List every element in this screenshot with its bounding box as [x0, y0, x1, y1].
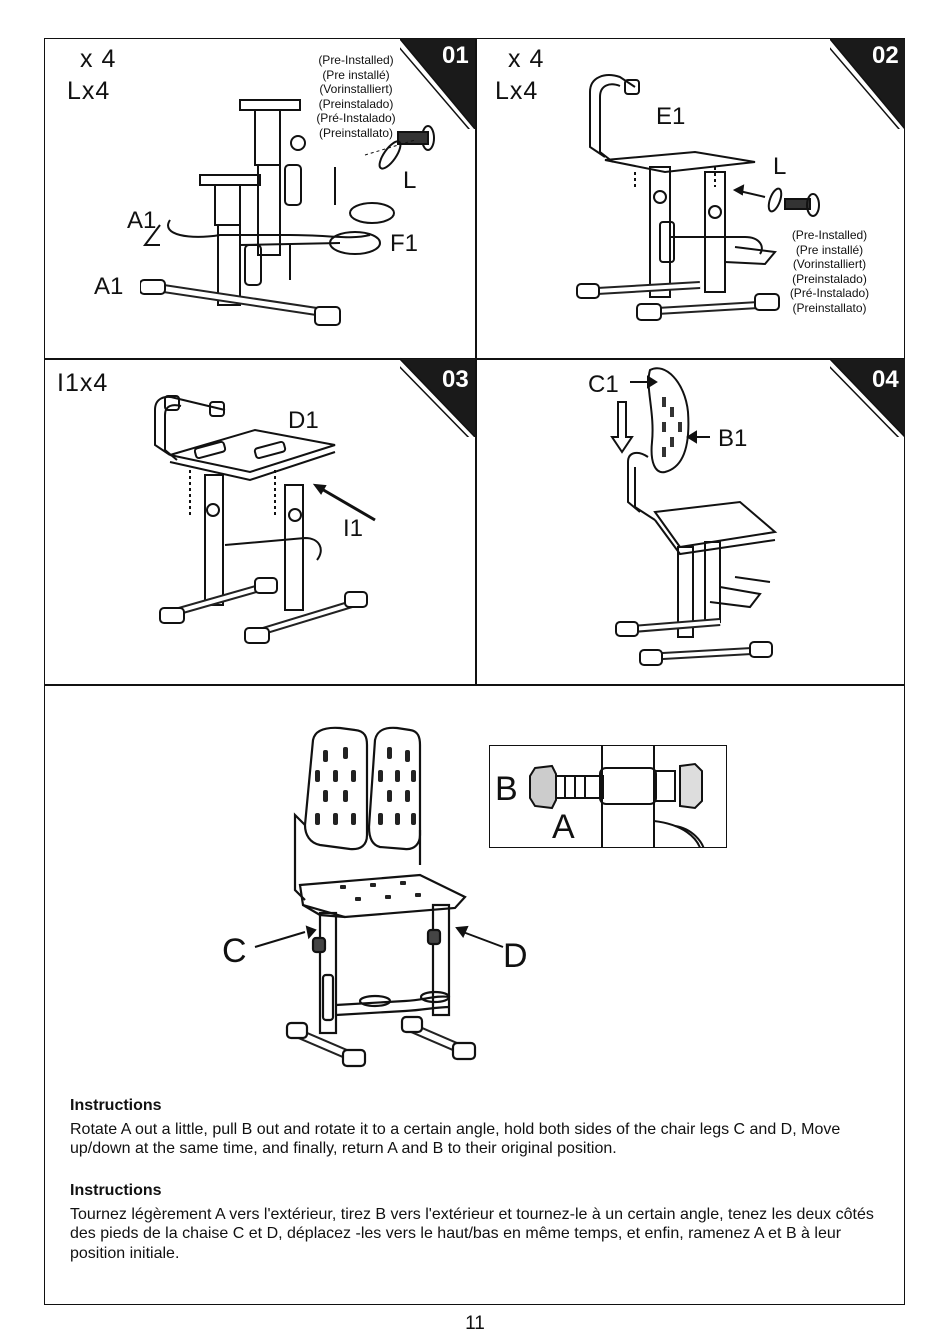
step-number: 02 — [872, 42, 899, 69]
knob-detail-inset: B A — [489, 745, 727, 848]
panel-divider-horizontal-1 — [44, 358, 905, 360]
part-label-a1: A1 — [94, 273, 124, 300]
quantity-label: Lx4 — [67, 77, 111, 105]
part-label-d1: D1 — [288, 407, 319, 434]
part-label-a1: A1 — [127, 207, 157, 234]
part-label-i1: I1 — [343, 515, 364, 542]
step-02-illustration — [576, 74, 820, 321]
step-04-illustration — [610, 367, 778, 666]
panel-divider-vertical — [475, 38, 477, 685]
step-number: 01 — [442, 42, 469, 69]
quantity-label: Lx4 — [495, 77, 539, 105]
step-03-illustration — [154, 395, 376, 644]
part-label-b1: B1 — [718, 425, 748, 452]
step-01-corner-badge — [400, 39, 475, 129]
instructions-heading: Instructions — [70, 1182, 162, 1199]
step-03-corner-badge — [400, 359, 475, 437]
label-c: C — [222, 932, 247, 970]
instructions-heading: Instructions — [70, 1097, 162, 1114]
knob-detail-illustration — [529, 746, 705, 847]
panel-divider-horizontal-2 — [44, 684, 905, 686]
step-02-corner-badge — [830, 39, 905, 129]
preinstalled-note: (Pre-Installed) (Pre installé) (Vorinsta… — [316, 53, 396, 140]
part-label-c1: C1 — [588, 371, 619, 398]
step-04-corner-badge — [830, 359, 905, 437]
adjustable-chair-illustration — [285, 726, 477, 1068]
page-frame — [44, 38, 905, 1305]
quantity-label: x 4 — [80, 45, 117, 73]
label-a: A — [552, 808, 575, 846]
instructions-text: Rotate A out a little, pull B out and ro… — [70, 1120, 841, 1158]
instructions-french: Instructions Tournez légèrement A vers l… — [70, 1181, 885, 1263]
preinstalled-note: (Pre-Installed) (Pre installé) (Vorinsta… — [789, 228, 870, 315]
part-label-l: L — [773, 153, 787, 180]
step-01-illustration — [140, 99, 435, 326]
quantity-label: I1x4 — [57, 369, 109, 397]
label-d: D — [503, 937, 528, 975]
step-number: 04 — [872, 366, 899, 393]
adjust-arrows — [254, 925, 504, 948]
part-label-f1: F1 — [390, 230, 419, 257]
quantity-label: x 4 — [508, 45, 545, 73]
instructions-text: Tournez légèrement A vers l'extérieur, t… — [70, 1205, 874, 1262]
part-label-l: L — [403, 167, 417, 194]
instructions-english: Instructions Rotate A out a little, pull… — [70, 1096, 885, 1159]
page-number: 11 — [465, 1313, 485, 1334]
part-label-e1: E1 — [656, 103, 686, 130]
label-b: B — [495, 770, 518, 808]
step-number: 03 — [442, 366, 469, 393]
